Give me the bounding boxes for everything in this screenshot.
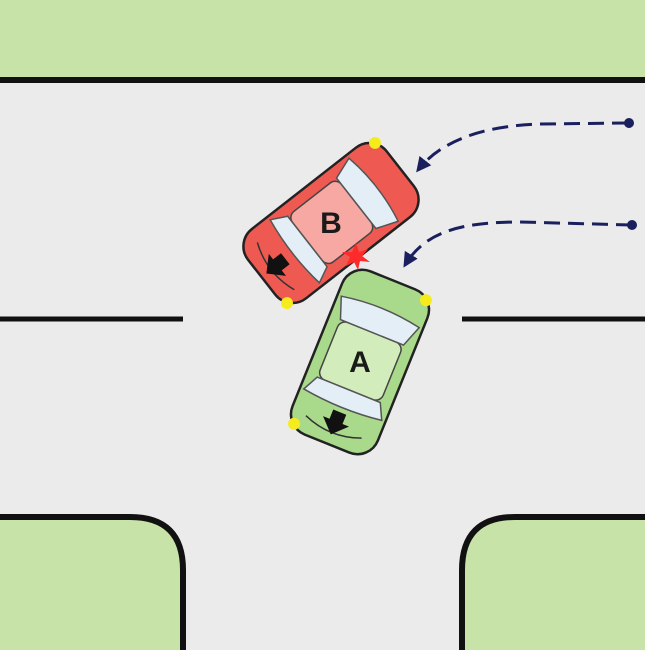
car-a-rear-window: [302, 376, 383, 422]
grass-top: [0, 0, 645, 79]
impact-star-icon: [342, 243, 370, 270]
car-a-windshield: [339, 295, 421, 346]
car-a-label: A: [349, 346, 371, 379]
car-a: A: [288, 268, 432, 456]
car-b-windshield: [335, 157, 400, 230]
car-b-label: B: [320, 207, 342, 240]
grass-bottom-left: [0, 514, 186, 650]
path-arrow-a: [403, 220, 637, 268]
grass-bottom-right: [459, 514, 645, 650]
car-b-headlight-rear: [280, 297, 293, 310]
car-b-rear-window: [268, 215, 328, 285]
car-b-headlight-front: [369, 136, 382, 149]
path-arrow-b: [416, 118, 634, 173]
car-a-headlight-rear: [288, 417, 301, 430]
car-a-headlight-front: [419, 294, 432, 307]
arrow-left-icon: [266, 253, 290, 276]
arrow-down-icon: [323, 409, 350, 435]
